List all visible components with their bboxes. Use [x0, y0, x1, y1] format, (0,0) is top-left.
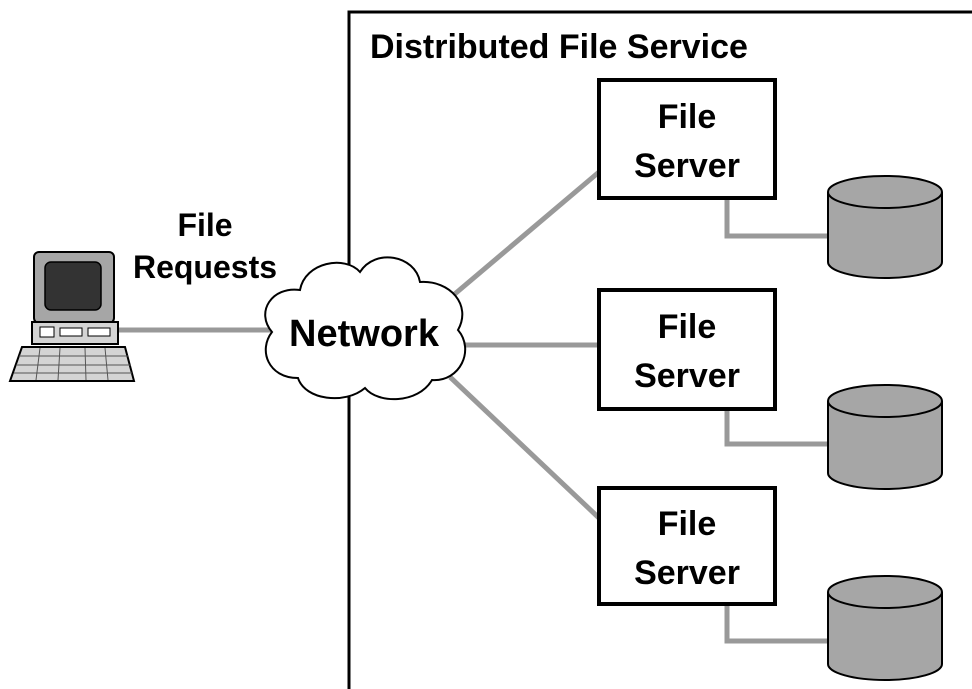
disk-1-icon [827, 175, 943, 279]
file-server-1: File Server [597, 78, 777, 200]
file-server-1-line1: File [658, 98, 717, 136]
file-server-2-line1: File [658, 308, 717, 346]
client-computer-icon [8, 251, 136, 382]
file-server-2: File Server [597, 288, 777, 411]
disk-3-icon [827, 575, 943, 681]
service-boundary [347, 10, 972, 689]
file-requests-label-line2: Requests [133, 249, 277, 285]
network-server-3-link [448, 375, 601, 520]
server-1-disk-link [724, 198, 830, 239]
disk-2-icon [827, 384, 943, 490]
network-server-1-link [448, 170, 601, 300]
file-server-1-line2: Server [634, 147, 740, 185]
network-links [115, 170, 830, 644]
file-requests-label-line1: File [177, 207, 232, 243]
file-server-3-line1: File [658, 505, 717, 543]
service-title: Distributed File Service [370, 28, 748, 66]
file-server-3-line2: Server [634, 554, 740, 592]
network-label: Network [289, 313, 440, 355]
server-2-disk-link [724, 409, 830, 447]
file-server-3: File Server [597, 486, 777, 606]
server-3-disk-link [724, 604, 830, 644]
file-server-2-line2: Server [634, 357, 740, 395]
network-cloud-icon: Network [264, 256, 467, 401]
